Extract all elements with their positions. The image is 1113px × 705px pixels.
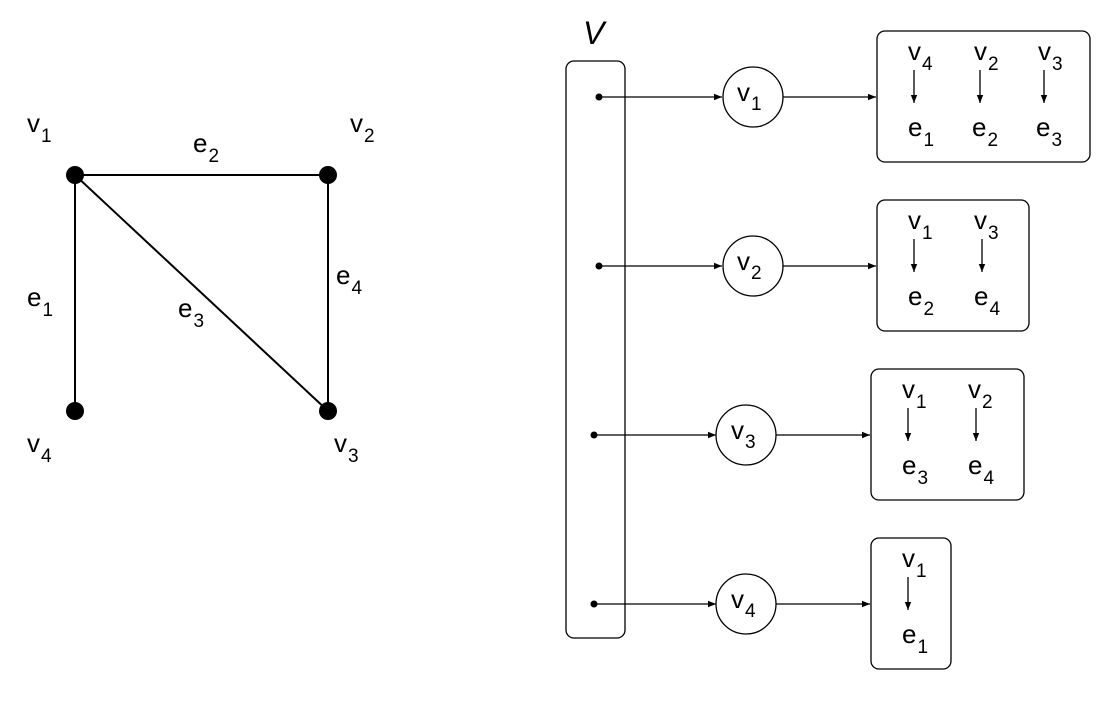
vertex-v1-dot <box>66 166 84 184</box>
edge-e4-label: e4 <box>336 260 362 299</box>
vertex-v4-dot <box>66 402 84 420</box>
edge-e2-label: e2 <box>193 128 219 167</box>
vertex-v3-label: v3 <box>334 428 359 467</box>
vertex-v2-label: v2 <box>350 108 375 147</box>
entry-vertex-label: v3 <box>1038 36 1063 75</box>
vertex-node-label: v1 <box>737 77 762 115</box>
entry-edge-label: e3 <box>902 450 928 489</box>
entry-edge-label: e3 <box>1036 112 1062 151</box>
entry-edge-label: e4 <box>974 281 1000 320</box>
vertex-v2-dot <box>319 166 337 184</box>
entry-edge-label: e2 <box>972 112 998 151</box>
edge-e1-label: e1 <box>27 282 53 321</box>
adjacency-structure: V v1 v4 e1 v2 e2 <box>565 15 1091 670</box>
entry-vertex-label: v2 <box>968 374 993 413</box>
edge-e3-line <box>74 174 329 412</box>
incidence-list-box <box>876 30 1091 163</box>
entry-vertex-label: v2 <box>974 36 999 75</box>
graph-drawing: v1 v2 v3 v4 e1 e2 e3 e4 <box>27 108 375 467</box>
entry-vertex-label: v3 <box>974 205 999 244</box>
entry-edge-label: e2 <box>908 281 934 320</box>
incidence-list-box <box>870 368 1025 501</box>
row-v1: v1 v4 e1 v2 e2 v3 e3 <box>595 30 1091 163</box>
vertex-v3-dot <box>319 402 337 420</box>
entry-edge-label: e1 <box>902 619 928 658</box>
vertex-vector-box <box>565 60 626 639</box>
entry-vertex-label: v1 <box>902 543 927 582</box>
vertex-node-label: v3 <box>731 415 756 453</box>
entry-vertex-label: v4 <box>908 36 933 75</box>
incidence-list-box <box>876 199 1030 332</box>
vertex-v1-label: v1 <box>27 108 52 147</box>
entry-vertex-label: v1 <box>902 374 927 413</box>
vertex-node-label: v2 <box>737 246 762 284</box>
vertex-node-label: v4 <box>731 584 756 622</box>
entry-edge-label: e1 <box>908 112 934 151</box>
edge-e3-label: e3 <box>178 293 204 332</box>
row-v2: v2 v1 e2 v3 e4 <box>595 199 1030 332</box>
entry-edge-label: e4 <box>968 450 994 489</box>
vector-label: V <box>583 15 607 51</box>
entry-vertex-label: v1 <box>908 205 933 244</box>
vertex-v4-label: v4 <box>27 428 52 467</box>
row-v3: v3 v1 e3 v2 e4 <box>590 368 1025 501</box>
row-v4: v4 v1 e1 <box>590 537 952 670</box>
